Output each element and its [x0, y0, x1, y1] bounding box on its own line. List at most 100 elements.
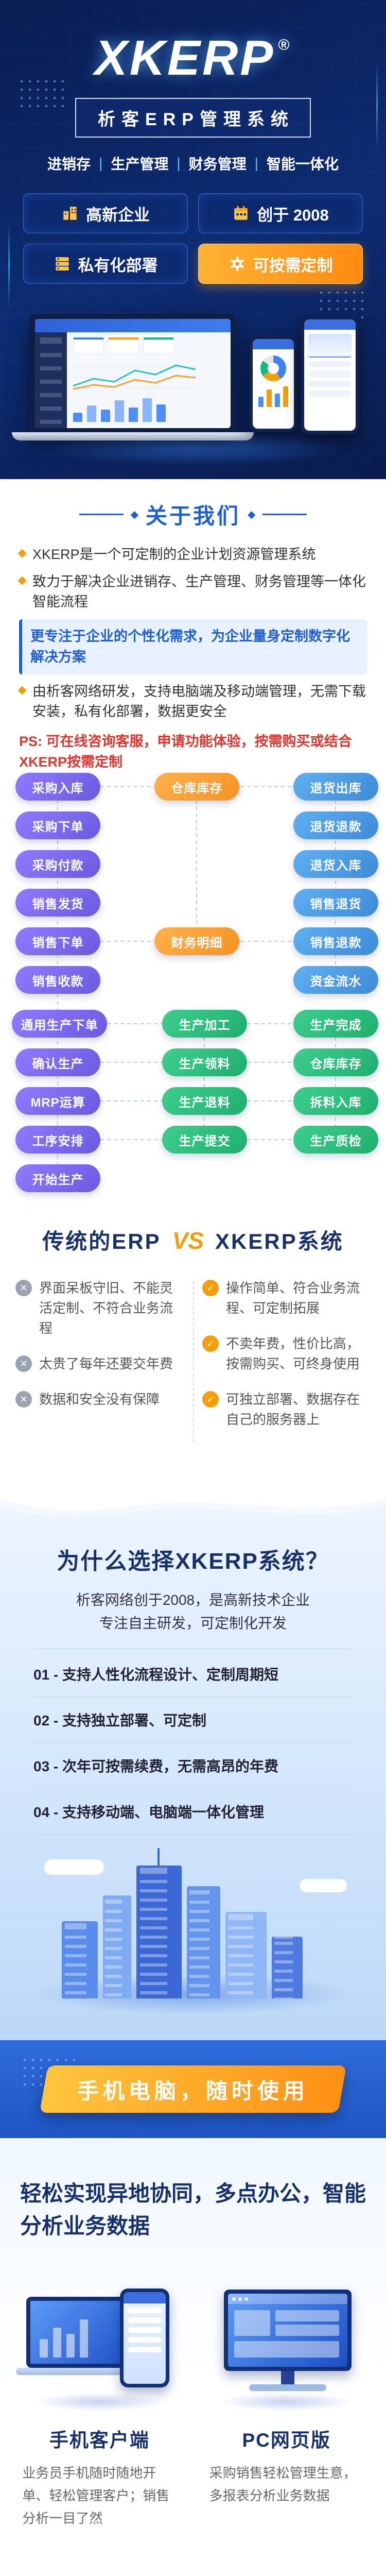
- why-item: 03 - 次年可按需续费，无需高昂的年费: [33, 1743, 353, 1789]
- section-title: 关于我们: [145, 504, 240, 528]
- mobile-illustration: [12, 2276, 187, 2415]
- vs-section: 传统的ERP VS XKERP系统 ✕ 界面呆板守旧、不能灵活定制、不符合业务流…: [0, 1200, 386, 1489]
- flow-node: 销售退款: [293, 927, 378, 955]
- phone-mockup: [301, 316, 359, 434]
- feature-badges: 高新企业 创于 2008 私有化部署 可按需定制: [23, 193, 363, 284]
- diamond-icon: ◆: [130, 509, 138, 520]
- vs-title: 传统的ERP VS XKERP系统: [0, 1224, 386, 1256]
- vs-column-traditional: ✕ 界面呆板守旧、不能灵活定制、不符合业务流程 ✕ 太贵了每年还要交年费 ✕ 数…: [15, 1278, 184, 1445]
- about-item-highlight: 更专注于企业的个性化需求，为企业量身定制数字化解决方案: [19, 619, 367, 674]
- monitor-stand-shape: [280, 2371, 294, 2384]
- vs-label: VS: [172, 1227, 204, 1254]
- badge-label: 可按需定制: [253, 256, 333, 275]
- building-shape: [136, 1865, 182, 1998]
- about-item: 由析客网络研发，支持电脑端及移动端管理，无需下载安装，私有化部署，数据更安全: [17, 682, 367, 722]
- laptop-base-shape: [16, 2368, 149, 2375]
- tagline-item: 智能一体化: [266, 156, 339, 172]
- monitor-base-shape: [249, 2384, 326, 2391]
- flow-node: 采购付款: [15, 850, 100, 878]
- platform-cards: 手机客户端 业务员手机随时随地开单、轻松管理客户；销售分析一目了然: [0, 2276, 386, 2530]
- why-item: 04 - 支持移动端、电脑端一体化管理: [33, 1789, 353, 1835]
- monitor-shape: [223, 2290, 352, 2371]
- vs-item: ✕ 太贵了每年还要交年费: [15, 1354, 184, 1374]
- badge-hightech: 高新企业: [23, 193, 188, 233]
- about-text: XKERP是一个可定制的企业计划资源管理系统: [32, 547, 316, 562]
- laptop-base: [12, 432, 254, 440]
- app-sidebar: [35, 332, 67, 428]
- x-icon: ✕: [15, 1391, 32, 1408]
- stat-cards: [73, 337, 174, 354]
- badge-label: 高新企业: [86, 206, 150, 224]
- flow-node: 生产完成: [293, 1010, 378, 1038]
- building-shape: [103, 1895, 131, 1998]
- badge-private-deploy: 私有化部署: [23, 244, 188, 284]
- vs-item-text: 界面呆板守旧、不能灵活定制、不符合业务流程: [39, 1280, 173, 1336]
- badge-customizable: 可按需定制: [198, 244, 363, 284]
- badge-founded: 创于 2008: [198, 193, 363, 233]
- bullet-icon: [17, 549, 27, 558]
- flow-node: 仓库库存: [154, 773, 239, 801]
- phone-shape: [120, 2289, 170, 2387]
- server-icon: [55, 257, 69, 271]
- flow-node: 仓库库存: [293, 1048, 378, 1076]
- erp-flowchart: 采购入库 仓库库存 退货出库 采购下单 退货退款 采购付款 退货入库 销售发货 …: [8, 768, 378, 1197]
- card-description: 采购销售轻松管理生意，多报表分析业务数据: [209, 2465, 357, 2504]
- about-text: 更专注于企业的个性化需求，为企业量身定制数字化解决方案: [30, 629, 350, 665]
- about-section: ◆ 关于我们 ◆ XKERP是一个可定制的企业计划资源管理系统 致力于解决企业进…: [0, 479, 386, 768]
- separator-icon: |: [99, 155, 103, 171]
- vs-item: ✕ 界面呆板守旧、不能灵活定制、不符合业务流程: [15, 1278, 184, 1338]
- vs-item-text: 太贵了每年还要交年费: [39, 1356, 173, 1371]
- x-icon: ✕: [15, 1355, 32, 1372]
- vs-title-right: XKERP系统: [215, 1229, 344, 1253]
- city-illustration: [0, 1848, 386, 2027]
- card-description: 业务员手机随时随地开单、轻松管理客户；销售分析一目了然: [22, 2465, 170, 2527]
- antenna-shape: [157, 1848, 160, 1866]
- area-chart: [308, 334, 352, 358]
- phone-mockup: [249, 335, 297, 432]
- check-icon: ✓: [202, 1280, 219, 1296]
- why-title: 为什么选择XKERP系统？: [57, 1549, 329, 1574]
- tagline-item: 进销存: [47, 156, 91, 172]
- cloud-shape: [300, 1878, 347, 1892]
- badge-label: 创于 2008: [257, 206, 329, 224]
- flow-node: 工序安排: [15, 1126, 100, 1154]
- bar-chart: [253, 385, 294, 407]
- why-item: 01 - 支持人性化流程设计、定制周期短: [33, 1651, 353, 1697]
- check-icon: ✓: [202, 1391, 219, 1408]
- pc-illustration: [199, 2276, 374, 2415]
- flow-node: 通用生产下单: [12, 1010, 107, 1038]
- flow-node: 资金流水: [293, 966, 378, 994]
- platforms-heading: 轻松实现异地协同，多点办公，智能分析业务数据: [20, 2181, 366, 2238]
- vs-item-text: 数据和安全没有保障: [39, 1392, 160, 1407]
- flow-node: 退货入库: [293, 850, 378, 878]
- logo-area: XKERP®: [0, 0, 386, 87]
- building-shape: [187, 1886, 220, 1998]
- vs-title-left: 传统的ERP: [42, 1229, 161, 1253]
- section-header: ◆ 关于我们 ◆: [0, 499, 386, 530]
- flow-node: 销售发货: [15, 889, 100, 917]
- dashboard-screenshot: [35, 319, 231, 428]
- vs-item: ✕ 数据和安全没有保障: [15, 1389, 184, 1410]
- shadow-shape: [32, 2393, 167, 2411]
- cloud-shape: [44, 1859, 104, 1875]
- tagline: 进销存 | 生产管理 | 财务管理 | 智能一体化: [0, 153, 386, 174]
- flow-node: 生产提交: [162, 1126, 247, 1154]
- building-shape: [272, 1936, 303, 1998]
- about-text: 由析客网络研发，支持电脑端及移动端管理，无需下载安装，私有化部署，数据更安全: [32, 683, 366, 719]
- about-item: XKERP是一个可定制的企业计划资源管理系统: [17, 545, 367, 565]
- wave-divider: [0, 1489, 386, 1517]
- vs-item-text: 操作简单、符合业务流程、可定制拓展: [226, 1280, 360, 1316]
- separator-icon: |: [254, 155, 258, 171]
- banner-ribbon: 手机电脑，随时使用: [39, 2065, 347, 2113]
- flow-node: 销售退货: [293, 889, 378, 917]
- flow-node: 采购下单: [15, 811, 100, 839]
- vs-item-text: 不卖年费，性价比高，按需购买、可终身使用: [226, 1336, 360, 1371]
- glow-line-left: [8, 222, 10, 309]
- card-title: 手机客户端: [49, 2430, 150, 2451]
- vs-divider: [193, 1281, 194, 1442]
- dot-grid: [17, 77, 69, 110]
- erp-flowchart-section: 采购入库 仓库库存 退货出库 采购下单 退货退款 采购付款 退货入库 销售发货 …: [0, 768, 386, 1200]
- card-mobile-client: 手机客户端 业务员手机随时随地开单、轻松管理客户；销售分析一目了然: [12, 2276, 187, 2530]
- flow-node: 退货出库: [293, 773, 378, 801]
- x-icon: ✕: [15, 1280, 32, 1296]
